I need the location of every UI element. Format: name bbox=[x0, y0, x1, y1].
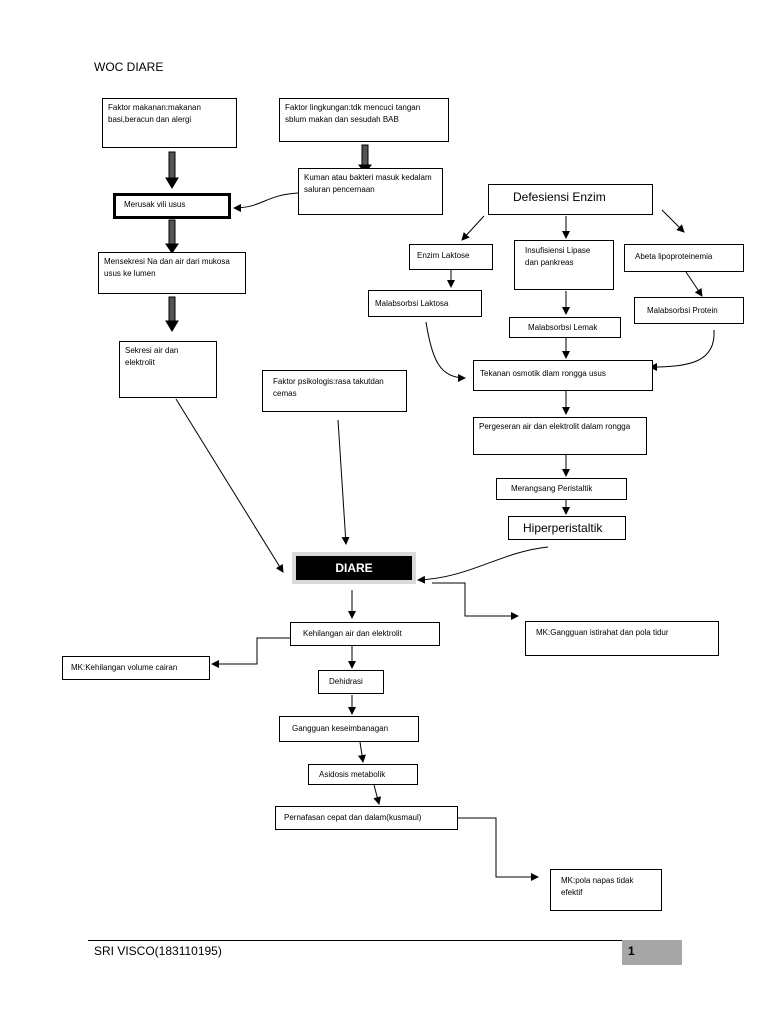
node-hiperperistaltik: Hiperperistaltik bbox=[508, 516, 626, 540]
connector bbox=[417, 546, 549, 584]
connector bbox=[175, 398, 284, 573]
node-sekresi-air-label: Sekresi air dan elektrolit bbox=[125, 346, 179, 367]
node-dehidrasi: Dehidrasi bbox=[318, 670, 384, 694]
connector bbox=[425, 321, 466, 382]
node-faktor-makanan: Faktor makanan:makanan basi,beracun dan … bbox=[102, 98, 237, 148]
node-enzim-laktose: Enzim Laktose bbox=[409, 244, 493, 270]
diagram-title: WOC DIARE bbox=[94, 60, 164, 74]
connector bbox=[458, 817, 539, 881]
node-asidosis: Asidosis metabolik bbox=[308, 764, 418, 785]
node-pergeseran: Pergeseran air dan elektrolit dalam rong… bbox=[473, 417, 647, 455]
footer-author: SRI VISCO(183110195) bbox=[94, 944, 222, 958]
connector bbox=[649, 329, 715, 371]
node-defesiensi-enzim: Defesiensi Enzim bbox=[488, 184, 653, 215]
node-malabsorbsi-lemak: Malabsorbsi Lemak bbox=[509, 317, 621, 338]
node-mk-volume: MK:Kehilangan volume cairan bbox=[62, 656, 210, 680]
node-abeta: Abeta lipoproteinemia bbox=[624, 244, 744, 272]
connector bbox=[661, 209, 685, 233]
connector bbox=[432, 582, 519, 620]
node-pernafasan: Pernafasan cepat dan dalam(kusmaul) bbox=[275, 806, 458, 830]
node-malabsorbsi-protein: Malabsorbsi Protein bbox=[634, 297, 744, 324]
node-mk-napas-label: MK:pola napas tidak efektif bbox=[561, 876, 634, 897]
block-arrow bbox=[165, 144, 372, 332]
connector bbox=[337, 419, 350, 545]
connector bbox=[373, 784, 382, 805]
connector bbox=[233, 192, 299, 212]
connector bbox=[211, 637, 290, 668]
page-number: 1 bbox=[622, 940, 682, 965]
node-mk-napas: MK:pola napas tidak efektif bbox=[550, 869, 662, 911]
node-kehilangan: Kehilangan air dan elektrolit bbox=[290, 622, 440, 646]
node-insufisiensi-lipase: Insufisiensi Lipase dan pankreas bbox=[514, 240, 614, 290]
connector bbox=[461, 215, 485, 241]
node-faktor-psikologis: Faktor psikologis:rasa takutdan cemas bbox=[262, 370, 407, 412]
node-merusak-vili: Merusak vili usus bbox=[113, 193, 231, 219]
node-tekanan-osmotik: Tekanan osmotik dlam rongga usus bbox=[473, 360, 653, 391]
connector bbox=[685, 271, 703, 297]
footer-divider bbox=[88, 940, 622, 941]
node-faktor-lingkungan: Faktor lingkungan:tdk mencuci tangan sbl… bbox=[279, 98, 449, 142]
node-mensekresi: Mensekresi Na dan air dari mukosa usus k… bbox=[98, 252, 246, 294]
node-diare: DIARE bbox=[292, 552, 416, 584]
node-kuman: Kuman atau bakteri masuk kedalam saluran… bbox=[298, 168, 443, 215]
node-merangsang: Merangsang Peristaltik bbox=[496, 478, 627, 500]
node-gangguan: Gangguan keseimbanagan bbox=[279, 716, 419, 742]
node-mk-istirahat: MK:Gangguan istirahat dan pola tidur bbox=[525, 621, 719, 656]
connector bbox=[358, 741, 366, 763]
node-malabsorbsi-laktosa: Malabsorbsi Laktosa bbox=[368, 290, 482, 317]
node-sekresi-air: Sekresi air dan elektrolit bbox=[119, 341, 217, 398]
